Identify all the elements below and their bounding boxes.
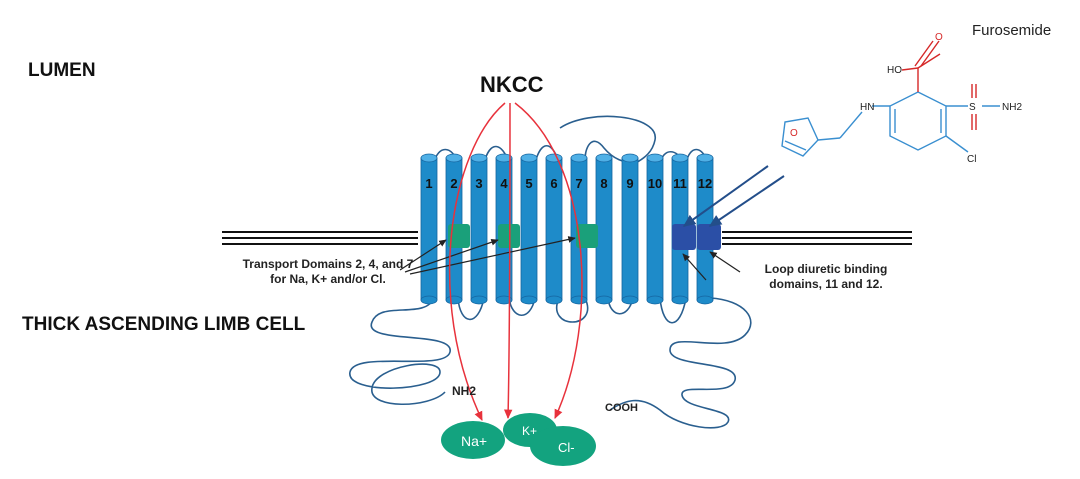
helix-number-8: 8 (600, 176, 607, 191)
helix-10-bottom-cap (646, 295, 664, 305)
transport-pointer-arrows (399, 236, 576, 275)
intracellular-loops (349, 297, 752, 429)
helix-number-7: 7 (575, 176, 582, 191)
ion-cluster: Na+ K+ Cl- (441, 413, 596, 466)
helix-9-top-cap (621, 153, 639, 163)
loop-note-line2: domains, 11 and 12. (769, 277, 883, 291)
transport-note-line1: Transport Domains 2, 4, and 7 (242, 257, 414, 271)
transport-domain-7 (576, 224, 598, 248)
ion-transport-arrows (448, 102, 583, 421)
helix-1-top-cap (420, 153, 438, 163)
transport-domain-4 (498, 224, 520, 248)
nkcc-title: NKCC (480, 72, 544, 97)
helix-number-2: 2 (450, 176, 457, 191)
na-ion (441, 421, 505, 459)
atom-ho: HO (887, 65, 902, 76)
helix-1-bottom-cap (420, 295, 438, 305)
helix-8-top-cap (595, 153, 613, 163)
helix-number-1: 1 (425, 176, 432, 191)
helix-8-bottom-cap (595, 295, 613, 305)
helix-12-bottom-cap (696, 295, 714, 305)
helix-3-bottom-cap (470, 295, 488, 305)
furosemide-name: Furosemide (972, 22, 1052, 39)
binding-domain-11 (672, 224, 696, 250)
helix-9-bottom-cap (621, 295, 639, 305)
furosemide-binding-arrows (682, 165, 785, 227)
loop-diuretic-note: Loop diuretic binding domains, 11 and 12… (738, 262, 914, 292)
cl-ion (530, 426, 596, 466)
helix-number-3: 3 (475, 176, 482, 191)
atom-o-carbonyl: O (935, 32, 943, 43)
transport-domains-note: Transport Domains 2, 4, and 7 for Na, K+… (228, 257, 428, 287)
helix-6-bottom-cap (545, 295, 563, 305)
helix-10-top-cap (646, 153, 664, 163)
loop-note-line1: Loop diuretic binding (764, 262, 888, 276)
transport-domains (448, 224, 598, 248)
binding-domain-12 (697, 224, 721, 250)
helix-number-4: 4 (500, 176, 508, 191)
cell-label: THICK ASCENDING LIMB CELL (22, 314, 306, 335)
diuretic-binding-domains (672, 224, 721, 250)
helix-number-6: 6 (550, 176, 557, 191)
helix-6-top-cap (545, 153, 563, 163)
furosemide-atom-labels: HO O HN S NH2 Cl O (790, 32, 1022, 165)
helix-number-12: 12 (698, 176, 712, 191)
helix-2-top-cap (445, 153, 463, 163)
helix-11-bottom-cap (671, 295, 689, 305)
helix-11-top-cap (671, 153, 689, 163)
lumen-label: LUMEN (28, 60, 96, 81)
helix-7-bottom-cap (570, 295, 588, 305)
helix-5-top-cap (520, 153, 538, 163)
atom-nh2: NH2 (1002, 102, 1022, 113)
na-ion-label: Na+ (461, 433, 487, 449)
atom-cl: Cl (967, 154, 976, 165)
membrane-lines (222, 231, 912, 245)
c-terminus-label: COOH (605, 402, 638, 414)
transport-note-line2: for Na, K+ and/or Cl. (270, 272, 386, 286)
helix-5-bottom-cap (520, 295, 538, 305)
helix-4-top-cap (495, 153, 513, 163)
cl-ion-label: Cl- (558, 440, 575, 455)
helix-3-top-cap (470, 153, 488, 163)
helix-4-bottom-cap (495, 295, 513, 305)
n-terminus-label: NH2 (452, 384, 476, 398)
helix-number-11: 11 (673, 176, 687, 191)
atom-o-furan: O (790, 128, 798, 139)
furosemide-structure (781, 40, 1000, 157)
helix-7-top-cap (570, 153, 588, 163)
binding-pointer-arrows (682, 251, 741, 281)
helix-number-10: 10 (648, 176, 662, 191)
helix-number-9: 9 (626, 176, 633, 191)
atom-s: S (969, 102, 976, 113)
helix-number-5: 5 (525, 176, 532, 191)
helix-12-top-cap (696, 153, 714, 163)
transport-domain-2 (448, 224, 470, 248)
atom-hn: HN (860, 102, 874, 113)
helix-2-bottom-cap (445, 295, 463, 305)
k-ion-label: K+ (522, 424, 537, 438)
